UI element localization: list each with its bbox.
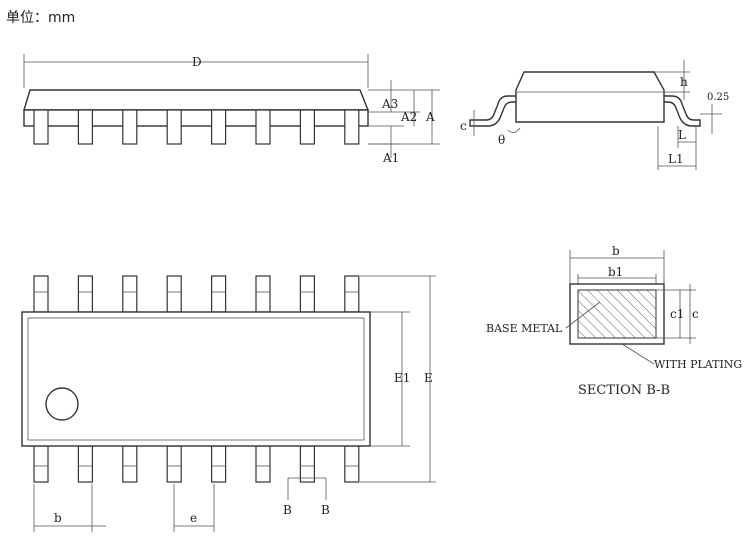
side-lead (299, 109, 315, 145)
label-pitch: e (190, 511, 197, 525)
top-lead-upper (166, 275, 182, 313)
pin1-marker (45, 387, 79, 421)
top-lead-upper (33, 275, 49, 313)
unit-label: 单位：mm (6, 10, 75, 26)
base-metal (577, 289, 657, 339)
top-lead-lower (77, 445, 94, 483)
top-lead-lower (344, 445, 360, 483)
side-lead (344, 109, 360, 145)
end-lead-right (664, 95, 701, 127)
side-lead (166, 109, 182, 145)
side-lead (122, 109, 138, 145)
top-lead-upper (299, 275, 315, 313)
side-lead (211, 109, 227, 145)
label-section-b: b (612, 244, 620, 258)
label-l: L (678, 128, 686, 142)
label-section-right: B (321, 503, 330, 517)
top-lead-lower (166, 445, 182, 483)
label-with-plating: WITH PLATING (654, 358, 742, 371)
top-lead-upper (122, 275, 138, 313)
top-body (21, 311, 371, 447)
top-lead-lower (122, 445, 138, 483)
label-c1: c1 (670, 307, 684, 321)
side-view: D A3 A2 A A1 (23, 54, 440, 165)
top-lead-upper (255, 275, 271, 313)
end-body (515, 71, 665, 123)
side-lead (255, 109, 271, 145)
label-section-c: c (692, 307, 699, 321)
label-a1: A1 (382, 151, 399, 165)
label-theta: θ (498, 133, 505, 147)
label-gauge: 0.25 (707, 92, 729, 103)
label-a: A (425, 110, 435, 124)
top-view: E1 E b e B B (21, 275, 436, 532)
leader-base-metal (565, 301, 601, 329)
label-b: b (54, 511, 62, 525)
top-lead-upper (211, 275, 227, 313)
theta-arc (507, 127, 521, 133)
top-lead-lower (255, 445, 271, 483)
label-e1: E1 (394, 371, 410, 385)
side-leads (33, 109, 360, 145)
side-lead (77, 109, 94, 145)
label-section-b1: b1 (608, 265, 623, 279)
top-lead-upper (344, 275, 360, 313)
end-view: h 0.25 c θ L L1 (460, 60, 729, 170)
label-e: E (424, 371, 433, 385)
top-body-inner (27, 317, 365, 441)
label-base-metal: BASE METAL (486, 322, 563, 335)
label-section-left: B (283, 503, 292, 517)
leader-plating (621, 343, 655, 365)
section-view: b b1 c1 c BASE METAL WITH PLATING SECTIO… (486, 244, 742, 398)
top-lead-upper (77, 275, 94, 313)
label-l1: L1 (668, 152, 684, 166)
section-title: SECTION B-B (578, 383, 670, 398)
top-lead-lower (299, 445, 315, 483)
side-lead (33, 109, 49, 145)
top-lead-lower (33, 445, 49, 483)
label-a2: A2 (400, 110, 417, 124)
side-body (23, 89, 370, 111)
label-d: D (192, 55, 202, 69)
top-leads (33, 275, 360, 483)
side-body-lower (23, 109, 369, 127)
label-a3: A3 (381, 97, 398, 111)
label-c: c (460, 119, 467, 133)
top-lead-lower (211, 445, 227, 483)
end-lead-left (469, 95, 516, 127)
label-h: h (680, 75, 688, 89)
